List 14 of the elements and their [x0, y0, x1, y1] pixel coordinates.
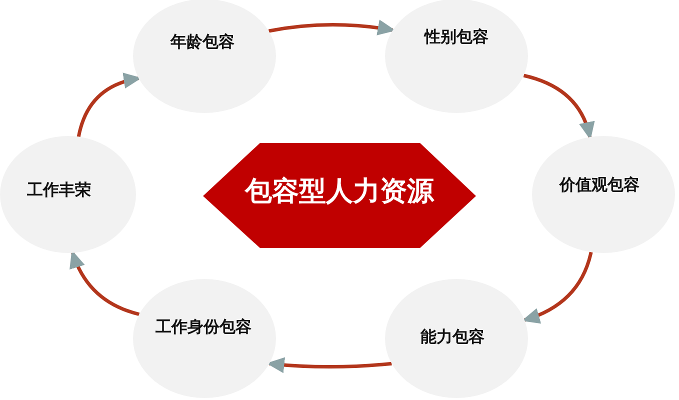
arrow — [268, 20, 396, 36]
arrow — [522, 252, 593, 324]
node-label: 价值观包容 — [560, 175, 640, 195]
arrow — [523, 74, 594, 140]
arrow — [266, 357, 392, 373]
node-label: 工作身份包容 — [156, 317, 252, 337]
node-label: 年龄包容 — [170, 32, 234, 52]
central-title: 包容型人力资源 — [245, 176, 434, 208]
node-label: 工作丰荣 — [27, 180, 91, 200]
hexagon-node — [203, 143, 476, 248]
node-label: 能力包容 — [420, 327, 484, 347]
node-label: 性别包容 — [424, 27, 488, 47]
arrow — [76, 73, 142, 138]
arrow — [70, 250, 140, 316]
